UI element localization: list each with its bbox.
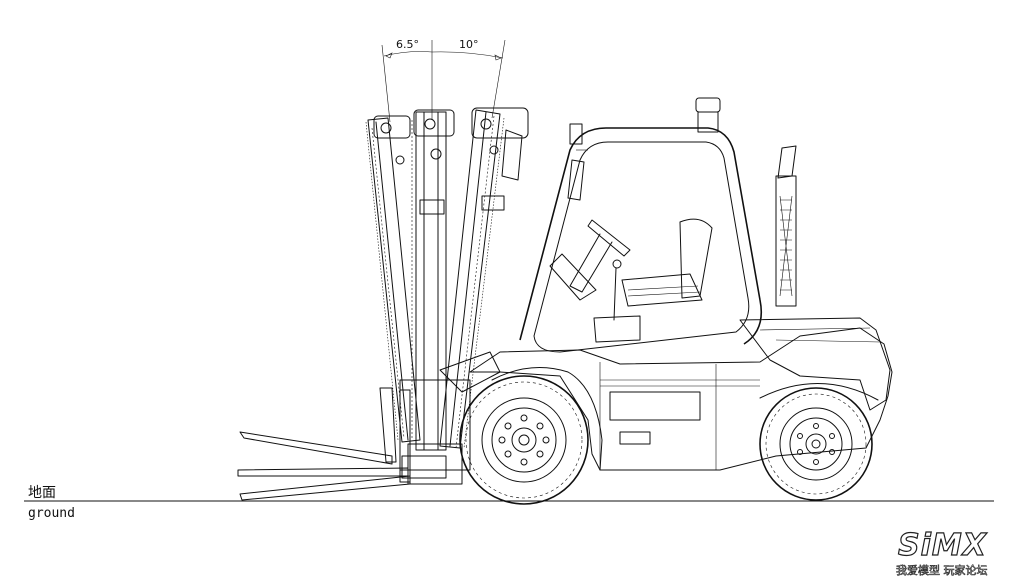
mast-backward [439, 107, 529, 449]
ground-label-chinese: 地面 [28, 485, 56, 501]
rear-wheel [759, 387, 873, 501]
mast-forward [365, 115, 421, 443]
forks [237, 387, 411, 501]
mast-vertical [411, 109, 455, 451]
exhaust-stack [775, 145, 797, 307]
front-wheel [459, 367, 603, 505]
watermark: SiMX 我爱模型 玩家论坛 [896, 527, 988, 577]
mast-tilt-positions [365, 107, 529, 485]
ground-reference: 地面 ground [24, 485, 994, 521]
forward-tilt-label: 6.5° [396, 38, 419, 51]
watermark-caption: 我爱模型 玩家论坛 [896, 563, 988, 577]
overhead-guard-cabin [519, 97, 763, 353]
watermark-logo: SiMX [898, 528, 988, 563]
tilt-angle-dimension: 6.5° 10° [381, 38, 506, 123]
backward-tilt-label: 10° [459, 38, 479, 51]
ground-label-english: ground [28, 506, 75, 521]
truck-body [469, 317, 893, 471]
